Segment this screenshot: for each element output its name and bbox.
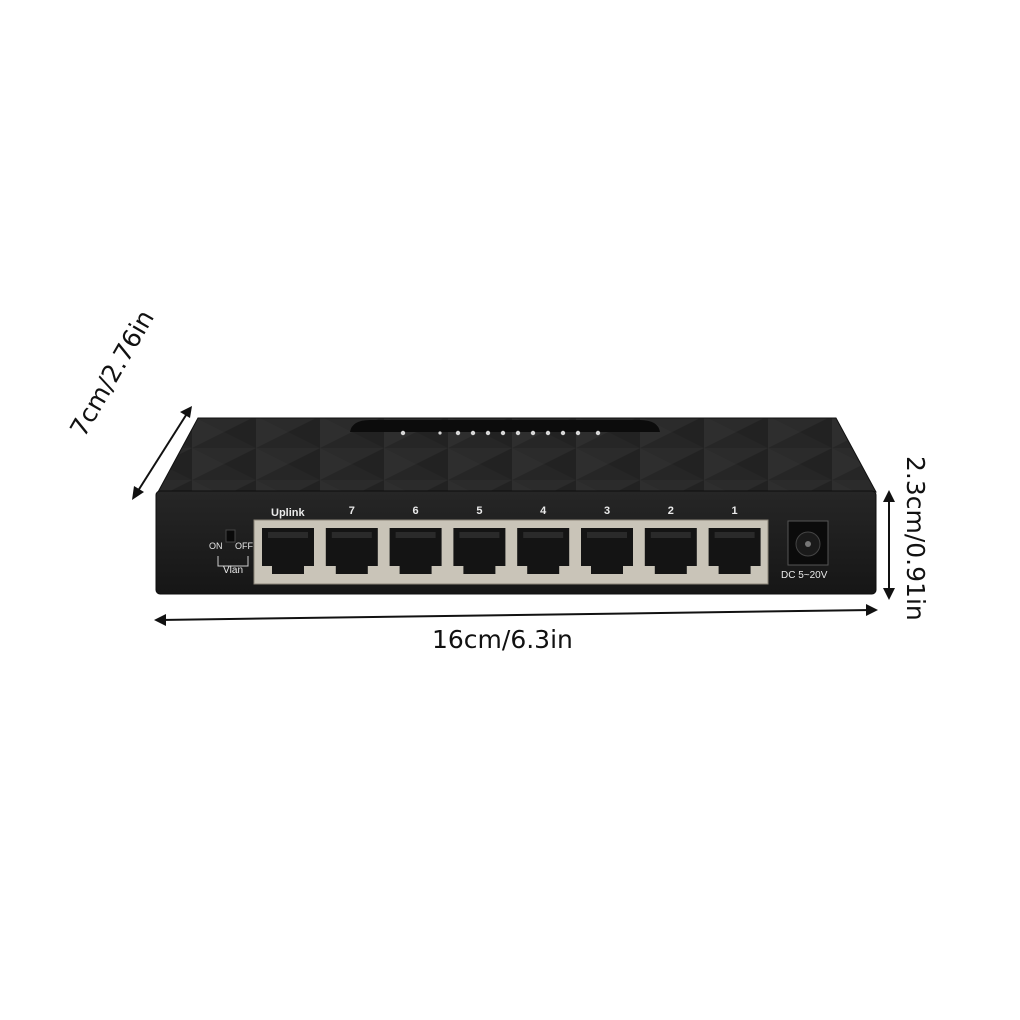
led-indicator-strip [350,420,660,432]
port-number-label: 6 [412,505,419,517]
port-number-label: 3 [603,505,611,517]
port-number-label: 2 [667,505,674,517]
port-contacts [268,532,308,538]
ethernet-port[interactable] [517,528,570,574]
uplink-port[interactable] [262,528,314,574]
power-input-label: DC 5~20V [781,570,828,581]
ethernet-port[interactable] [453,528,506,574]
port-contacts [714,532,755,538]
ethernet-port[interactable] [389,528,442,574]
port-contacts [331,532,372,538]
port-contacts [459,532,500,538]
depth-dimension-arrow [132,406,192,500]
vlan-caption: Vlan [223,565,244,576]
led-indicators [400,430,601,436]
ethernet-ports [262,528,761,574]
ethernet-port[interactable] [325,528,378,574]
width-dimension-label: 16cm/6.3in [432,625,573,654]
port-number-label: 1 [731,505,738,517]
port-number-label: 4 [540,505,547,517]
ethernet-port[interactable] [581,528,633,574]
switch-top-surface [157,417,877,493]
port-contacts [650,532,691,538]
height-dimension-arrow [883,490,895,600]
vlan-switch[interactable] [225,529,236,543]
port-contacts [587,532,627,538]
dc-jack-pin [805,541,811,547]
ethernet-port[interactable] [708,528,761,574]
vlan-bracket [217,556,249,567]
port-contacts [395,532,436,538]
port-number-label: 5 [476,505,483,517]
vlan-on-label: ON [209,541,223,551]
height-dimension-label: 2.3cm/0.91in [901,456,930,621]
width-dimension-arrow [154,604,878,626]
port-number-label: 7 [348,505,355,517]
uplink-label: Uplink [271,507,305,519]
ethernet-port[interactable] [644,528,697,574]
vlan-off-label: OFF [235,541,253,551]
port-contacts [523,532,564,538]
